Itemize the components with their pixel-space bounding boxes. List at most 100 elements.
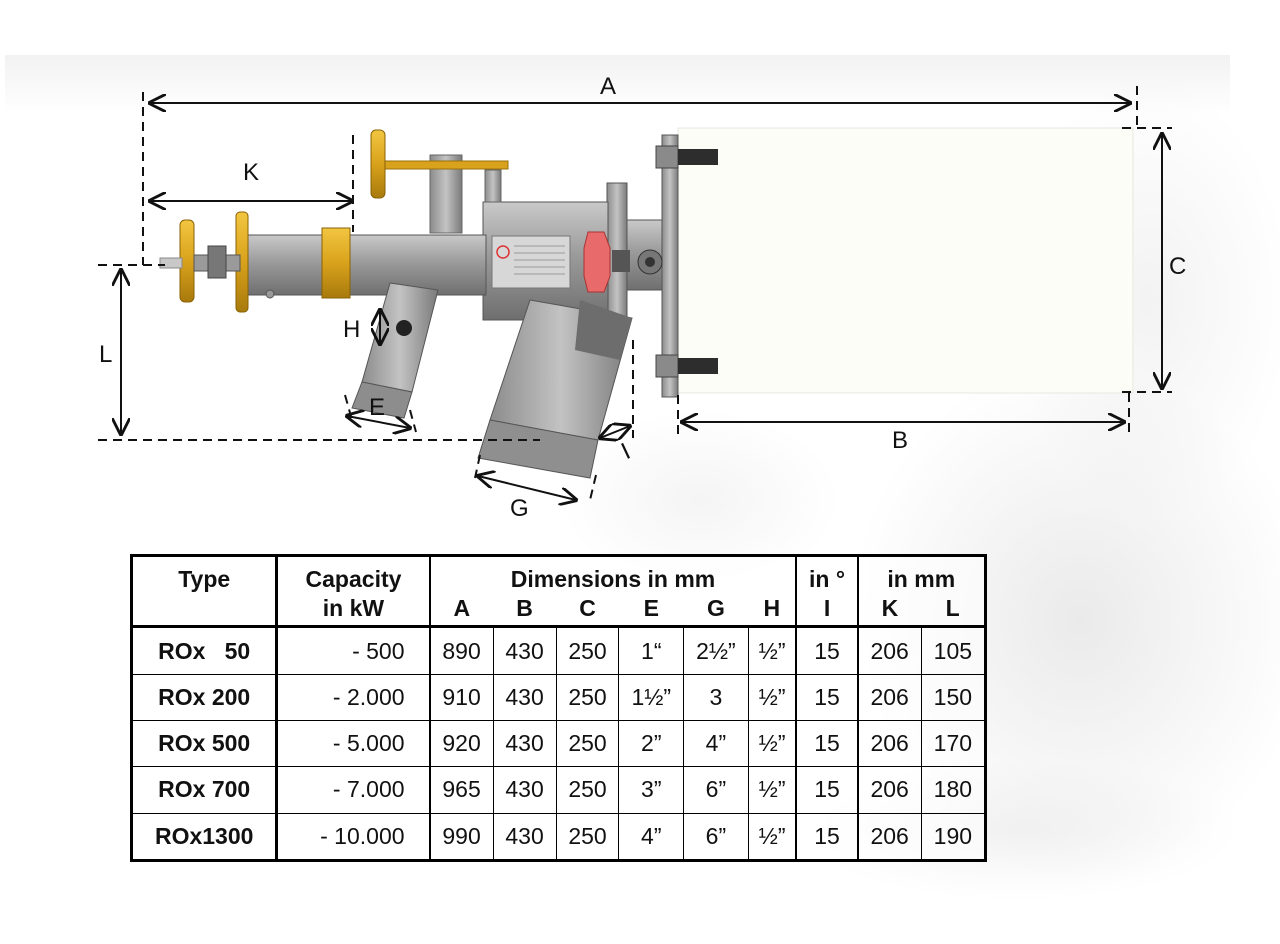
cell-k: 206: [857, 812, 922, 862]
cell-h: ½”: [747, 812, 797, 862]
cell-a: 920: [429, 720, 494, 768]
combustion-chamber: [677, 127, 1134, 394]
cell-a: 910: [429, 673, 494, 722]
small-gas-inlet: [361, 282, 439, 393]
cell-i: 15: [795, 720, 859, 768]
cell-type: ROx 500: [130, 720, 279, 768]
cell-b: 430: [492, 626, 557, 675]
cell-h: ½”: [747, 626, 797, 675]
rear-tube: [245, 234, 487, 296]
label-b: B: [892, 427, 908, 454]
cell-g: 4”: [683, 720, 749, 768]
table-row: ROx 700 - 7.000 965 430 250 3” 6” ½” 15 …: [130, 766, 987, 814]
header-col-c: C: [556, 591, 619, 629]
cell-capacity: - 10.000: [276, 812, 431, 862]
cell-k: 206: [857, 626, 922, 675]
label-l: L: [99, 341, 112, 368]
cell-c: 250: [555, 720, 620, 768]
cell-l: 180: [920, 766, 987, 814]
header-col-e: E: [618, 591, 684, 629]
cell-k: 206: [857, 673, 922, 722]
cell-g: 3: [683, 673, 749, 722]
header-angle-unit: in °: [795, 555, 859, 592]
table-row: ROx 50 - 500 890 430 250 1“ 2½” ½” 15 20…: [130, 626, 987, 675]
header-dimensions: Dimensions in mm: [429, 555, 797, 592]
header-row-1: Type Capacity Dimensions in mm in ° in m…: [130, 555, 986, 592]
cell-h: ½”: [747, 766, 797, 814]
header-capacity: Capacity: [276, 555, 431, 592]
cell-i: 15: [795, 626, 859, 675]
cell-l: 170: [920, 720, 987, 768]
cell-c: 250: [555, 626, 620, 675]
cell-type: ROx1300: [130, 812, 279, 862]
dimension-i-line: [600, 426, 630, 438]
header-col-a: A: [429, 591, 494, 629]
cell-g: 6”: [683, 812, 749, 862]
cell-a: 965: [429, 766, 494, 814]
brass-handwheel-top: [370, 129, 386, 199]
header-col-l: L: [921, 591, 986, 629]
cell-g: 2½”: [683, 626, 749, 675]
dimension-g-line: [478, 476, 576, 500]
header-col-h: H: [748, 591, 797, 629]
table-row: ROx1300 - 10.000 990 430 250 4” 6” ½” 15…: [130, 812, 987, 862]
cell-e: 2”: [618, 720, 685, 768]
cell-b: 430: [492, 673, 557, 722]
flange-bolt-top: [655, 145, 718, 169]
label-e: E: [369, 394, 385, 421]
cell-i: 15: [795, 673, 859, 722]
cell-k: 206: [857, 766, 922, 814]
header-col-g: G: [683, 591, 749, 629]
brass-coupling: [321, 227, 351, 299]
header-row-2: in kW A B C E G H I K L: [130, 591, 986, 629]
cell-b: 430: [492, 812, 557, 862]
cell-capacity: - 2.000: [276, 673, 431, 722]
header-col-i: I: [795, 591, 859, 629]
cell-e: 3”: [618, 766, 685, 814]
nameplate: [491, 235, 571, 289]
cell-type: ROx 50: [130, 626, 279, 675]
cell-e: 1“: [618, 626, 685, 675]
header-col-b: B: [493, 591, 557, 629]
header-col-k: K: [857, 591, 922, 629]
header-capacity-unit: in kW: [276, 591, 431, 629]
cell-a: 990: [429, 812, 494, 862]
header-mm-unit: in mm: [856, 555, 986, 592]
cell-capacity: - 5.000: [276, 720, 431, 768]
inlet-port: [396, 320, 412, 336]
header-type-blank: [130, 591, 279, 629]
cell-h: ½”: [747, 673, 797, 722]
table-row: ROx 500 - 5.000 920 430 250 2” 4” ½” 15 …: [130, 720, 987, 768]
cell-g: 6”: [683, 766, 749, 814]
cell-e: 1½”: [618, 673, 685, 722]
table-row: ROx 200 - 2.000 910 430 250 1½” 3 ½” 15 …: [130, 673, 987, 722]
cell-l: 150: [920, 673, 987, 722]
cell-capacity: - 500: [276, 626, 431, 675]
cell-c: 250: [555, 812, 620, 862]
specification-table: Type Capacity Dimensions in mm in ° in m…: [130, 554, 987, 862]
cell-l: 190: [920, 812, 987, 862]
label-k: K: [243, 159, 259, 186]
cell-l: 105: [920, 626, 987, 675]
cell-i: 15: [795, 766, 859, 814]
cell-h: ½”: [747, 720, 797, 768]
cell-c: 250: [555, 673, 620, 722]
flange-bolt-bottom: [655, 354, 718, 378]
cell-c: 250: [555, 766, 620, 814]
cell-k: 206: [857, 720, 922, 768]
cell-capacity: - 7.000: [276, 766, 431, 814]
label-a: A: [600, 73, 616, 100]
label-i: I: [617, 438, 634, 465]
cell-b: 430: [492, 720, 557, 768]
red-knob: [583, 231, 611, 293]
cell-b: 430: [492, 766, 557, 814]
label-c: C: [1169, 253, 1186, 280]
cell-type: ROx 700: [130, 766, 279, 814]
cell-i: 15: [795, 812, 859, 862]
cell-a: 890: [429, 626, 494, 675]
dimension-e-line: [347, 416, 410, 428]
header-type: Type: [130, 555, 279, 592]
cell-type: ROx 200: [130, 673, 279, 722]
label-g: G: [510, 495, 529, 522]
